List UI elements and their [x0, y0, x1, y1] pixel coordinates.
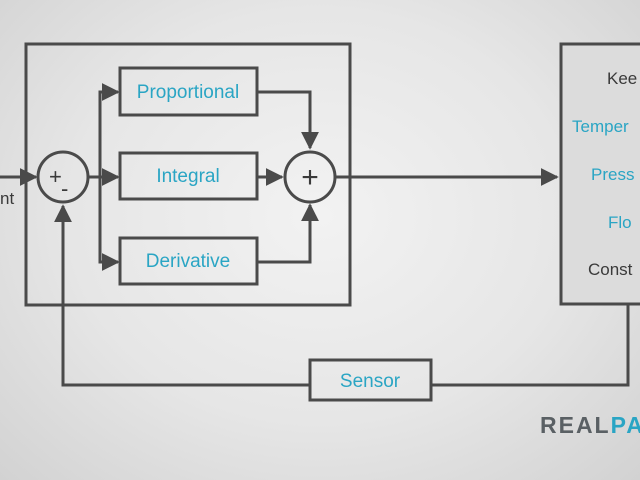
- watermark-part2: PA: [610, 412, 640, 438]
- proportional-output-arrow: [257, 90, 319, 150]
- summing-plus-sign: +: [49, 164, 62, 189]
- output-plus-sign: +: [301, 161, 319, 194]
- process-line-pressure: Press: [591, 165, 634, 184]
- proportional-input-arrow: [98, 83, 120, 177]
- sensor-label: Sensor: [340, 371, 401, 392]
- sensor-block: Sensor: [308, 358, 433, 402]
- derivative-input-arrow: [98, 177, 120, 271]
- feedback-arrow: [54, 204, 310, 387]
- process-line-temperature: Temper: [572, 117, 629, 136]
- integral-block: Integral: [118, 151, 259, 201]
- summing-minus-sign: -: [61, 176, 68, 201]
- proportional-block: Proportional: [118, 66, 259, 117]
- derivative-output-arrow: [257, 203, 319, 264]
- watermark-part1: REAL: [540, 412, 611, 438]
- process-line-constant: Const: [588, 260, 633, 279]
- process-to-sensor-line: [432, 304, 630, 387]
- process-panel: [559, 42, 640, 306]
- process-line-flow: Flo: [608, 213, 632, 232]
- input-label: nt: [0, 189, 14, 208]
- derivative-label: Derivative: [146, 251, 230, 272]
- proportional-label: Proportional: [137, 82, 239, 103]
- derivative-block: Derivative: [118, 236, 259, 286]
- realpars-watermark: REALPA: [540, 412, 640, 439]
- integral-label: Integral: [156, 166, 219, 187]
- process-line-keep: Kee: [607, 69, 637, 88]
